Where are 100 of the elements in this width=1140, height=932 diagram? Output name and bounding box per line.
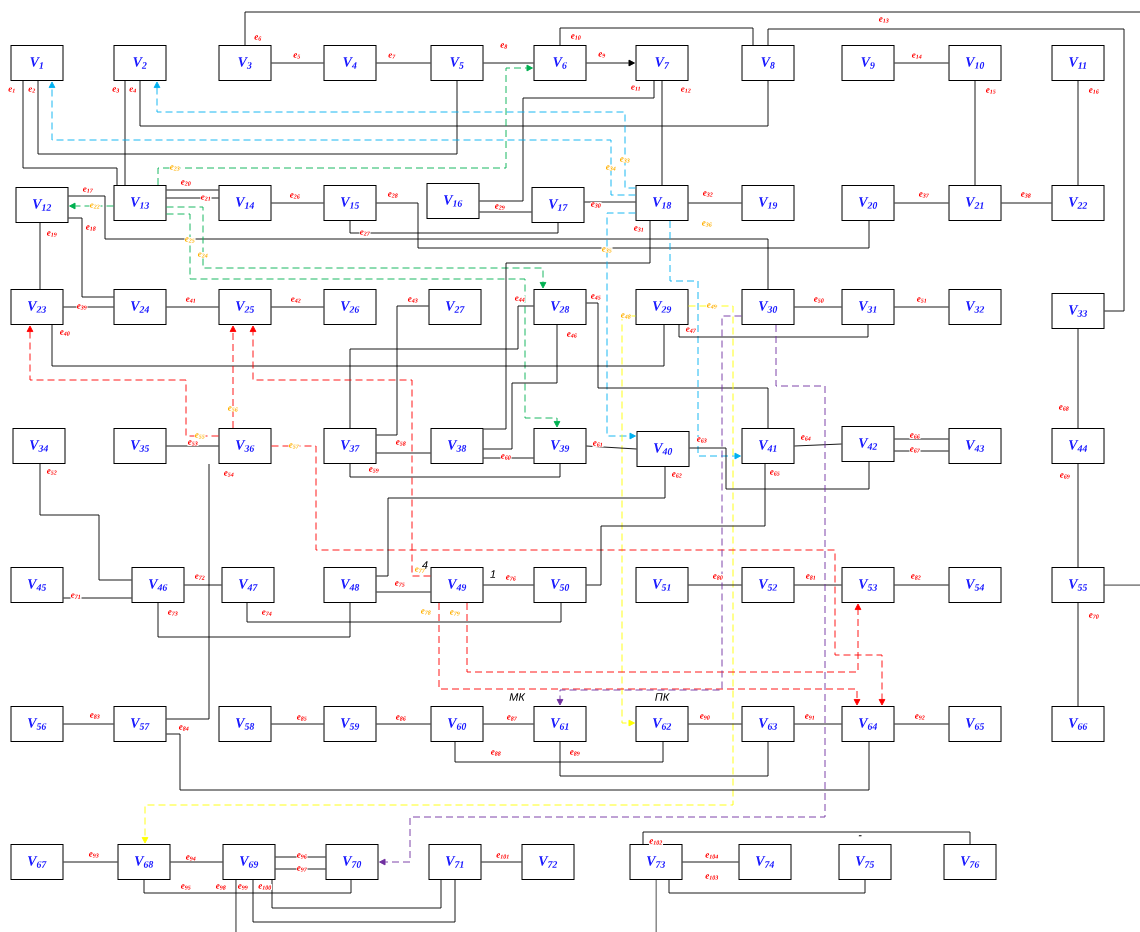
connector-line [688,584,742,586]
connector-line [894,584,949,586]
edge-label: e$_{31}$ [633,226,645,232]
connector-line [39,463,132,581]
edge-label: e$_{22}$ [89,203,101,209]
edge-label: e$_{85}$ [296,715,308,721]
edge-label: e$_{44}$ [514,296,526,302]
connector-line [376,466,666,577]
connector-line [244,11,1140,46]
connector-line [894,62,949,64]
connector-line [894,202,949,204]
edge-label: e$_{78}$ [420,609,432,615]
arrow [69,202,114,210]
vertex-box: V$_{10}$ [948,45,1002,81]
edge-label: e$_{83}$ [89,713,101,719]
connector-line [479,211,532,213]
connector-line [894,450,949,452]
connector-line [678,324,869,338]
edge-label: e$_{76}$ [505,575,517,581]
vertex-box: V$_{7}$ [635,45,689,81]
connector-line [51,324,665,367]
arrow [229,325,237,429]
edge-label: e$_{1}$ [7,87,17,93]
edge-label: e$_{30}$ [590,202,602,208]
connector-line [655,879,657,932]
vertex-box: V$_{4}$ [323,45,377,81]
vertex-box: V$_{61}$ [533,706,587,742]
arrow [466,602,862,673]
edge-label: e$_{46}$ [566,332,578,338]
edge-label: e$_{11}$ [630,85,642,91]
edge-label: e$_{25}$ [184,237,196,243]
connector-line [974,80,976,186]
connector-line [235,879,237,932]
vertex-box: V$_{19}$ [741,185,795,221]
edge-label: e$_{35}$ [601,247,613,253]
annotation-text: 1 [490,570,496,578]
vertex-box: V$_{28}$ [533,289,587,325]
connector-line [454,741,664,763]
connector-line [559,27,754,46]
vertex-box: V$_{42}$ [841,426,895,462]
vertex-box: V$_{18}$ [635,185,689,221]
vertex-box: V$_{55}$ [1051,567,1105,603]
connector-line [349,220,559,234]
connector-line [1077,602,1079,707]
connector-line [1001,202,1052,204]
edge-label: e$_{80}$ [712,574,724,580]
edge-label: e$_{74}$ [261,610,273,616]
connector-line [376,62,431,64]
edge-label: e$_{58}$ [395,440,407,446]
connector-line [794,723,842,725]
vertex-box: V$_{47}$ [221,567,275,603]
vertex-box: V$_{25}$ [218,289,272,325]
edge-label: e$_{92}$ [914,714,926,720]
connector-line [63,306,114,308]
edge-label: e$_{90}$ [699,714,711,720]
edge-label: e$_{95}$ [180,884,192,890]
vertex-box: V$_{32}$ [948,289,1002,325]
edge-label: e$_{51}$ [916,297,928,303]
edge-label: e$_{39}$ [76,304,88,310]
edge-label: e$_{17}$ [82,187,94,193]
vertex-box: V$_{53}$ [841,567,895,603]
vertex-box: V$_{13}$ [113,185,167,221]
vertex-box: V$_{21}$ [948,185,1002,221]
edge-label: e$_{42}$ [290,297,302,303]
connector-line [271,62,324,64]
edge-label: e$_{75}$ [394,581,406,587]
arrow [586,59,635,67]
vertex-box: V$_{29}$ [635,289,689,325]
edge-label: e$_{103}$ [704,874,720,880]
edge-label: e$_{97}$ [296,866,308,872]
edge-label: e$_{5}$ [292,53,302,59]
vertex-box: V$_{60}$ [430,706,484,742]
vertex-box: V$_{17}$ [531,187,585,223]
vertex-box: V$_{3}$ [218,45,272,81]
vertex-box: V$_{71}$ [428,844,482,880]
vertex-box: V$_{73}$ [629,844,683,880]
edge-label: e$_{8}$ [499,43,509,49]
edge-label: e$_{38}$ [1020,192,1032,198]
connector-line [376,591,431,593]
vertex-box: V$_{20}$ [841,185,895,221]
vertex-box: V$_{34}$ [12,428,66,464]
edge-label: e$_{91}$ [804,714,816,720]
edge-label: e$_{10}$ [570,34,582,40]
edge-label: e$_{49}$ [706,303,718,309]
vertex-box: V$_{50}$ [533,567,587,603]
connector-line [479,80,655,202]
vertex-box: V$_{27}$ [428,289,482,325]
arrow [249,325,431,577]
connector-line [271,879,442,909]
arrow [166,206,547,289]
connector-line [689,447,870,490]
connector-line [376,452,431,454]
connector-line [37,80,458,155]
edge-label: e$_{53}$ [187,440,199,446]
edge-label: e$_{37}$ [918,192,930,198]
vertex-box: V$_{35}$ [113,428,167,464]
connector-line [63,861,118,863]
vertex-box: V$_{11}$ [1051,45,1105,81]
vertex-box: V$_{9}$ [841,45,895,81]
vertex-box: V$_{1}$ [10,45,64,81]
